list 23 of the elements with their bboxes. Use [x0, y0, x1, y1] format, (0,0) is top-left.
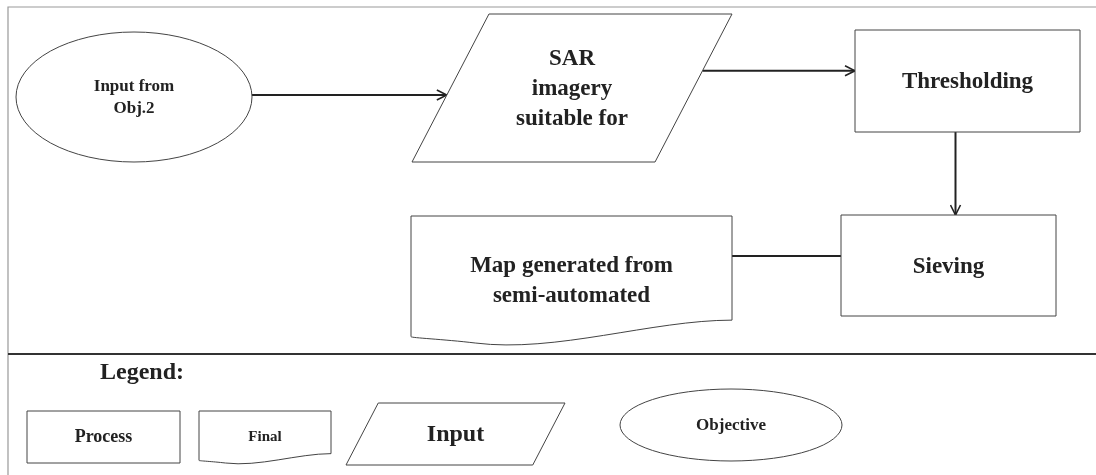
document-shape [199, 411, 331, 463]
objective-ellipse [620, 389, 842, 461]
arrow [701, 65, 856, 77]
objective-ellipse [16, 32, 252, 162]
node-text: Final [248, 427, 282, 447]
legend-title: Legend: [100, 358, 184, 385]
node-text: Map generated from semi-automated [469, 250, 674, 309]
arrow [949, 131, 962, 216]
connector-line [731, 255, 842, 257]
node-text: Thresholding [901, 67, 1034, 96]
node-text: Sieving [912, 251, 985, 280]
process-box [855, 30, 1080, 132]
node-text: Process [74, 425, 133, 449]
node-text: Input from Obj.2 [92, 74, 176, 119]
document-shape [411, 216, 732, 343]
process-box [27, 411, 180, 463]
node-text: Input [426, 419, 485, 449]
arrow [250, 89, 448, 101]
node-text: Objective [696, 413, 766, 436]
process-box [841, 215, 1056, 316]
input-parallelogram [412, 14, 732, 162]
node-text: SAR imagery suitable for [515, 44, 629, 132]
input-parallelogram [346, 403, 565, 465]
